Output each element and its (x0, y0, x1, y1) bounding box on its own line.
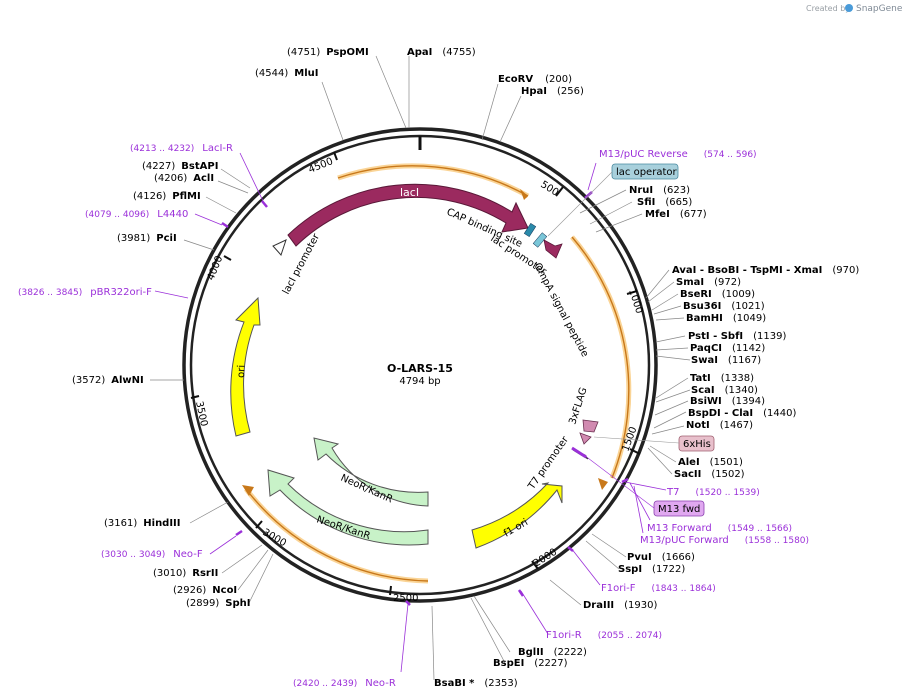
enzyme-sfii: SfiI(665) (637, 197, 692, 208)
enzyme-mlui: (4544)MluI (255, 68, 318, 79)
primer-m13puc-forward: M13/pUC Forward(1558 .. 1580) (640, 535, 809, 546)
plasmid-name: O-LARS-15 (387, 362, 453, 375)
enzyme-pcii: (3981)PciI (117, 233, 177, 244)
primer-neo-r: (2420 .. 2439)Neo-R (293, 678, 396, 689)
primer-t7: T7(1520 .. 1539) (666, 487, 760, 498)
plasmid-size: 4794 bp (399, 376, 440, 387)
primer-m13-forward: M13 Forward(1549 .. 1566) (647, 523, 792, 534)
enzyme-bamhi: BamHI(1049) (686, 313, 766, 324)
tick-label-4500: 4500 (307, 156, 335, 176)
tick-label-2500: 2500 (393, 593, 418, 604)
ori-feature (230, 296, 261, 437)
enzyme-alwni: (3572)AlwNI (72, 375, 144, 386)
orf-laci (337, 165, 529, 197)
tick-label-3500: 3500 (193, 400, 209, 427)
t7-promoter-label: T7 promoter (526, 434, 572, 493)
ompa-label: OmpA signal peptide (531, 261, 590, 359)
enzyme-noti: NotI(1467) (686, 420, 753, 431)
enzyme-nrui: NruI(623) (629, 185, 690, 196)
snapgene-logo-icon (845, 4, 853, 12)
his-tag-text: 6xHis (683, 439, 711, 450)
enzyme-sacii: SacII(1502) (674, 469, 745, 480)
laci-promoter-arrow (272, 239, 287, 256)
enzyme-psti: PstI - SbfI(1139) (688, 331, 787, 342)
leader-lines (150, 55, 691, 681)
enzyme-hindiii: (3161)HindIII (104, 518, 181, 529)
neokan-arrow-inner (313, 437, 429, 507)
enzyme-scai: ScaI(1340) (691, 385, 758, 396)
m13-fwd-tag-text: M13 fwd (658, 504, 700, 515)
lac-operator-tag-text: lac operator (616, 167, 677, 178)
enzyme-pvui: PvuI(1666) (627, 552, 695, 563)
enzyme-smai: SmaI(972) (676, 277, 741, 288)
position-ticks (190, 151, 641, 596)
tick-label-1000: 1000 (626, 288, 644, 316)
enzyme-bspdi: BspDI - ClaI(1440) (688, 408, 796, 419)
lac-operator-tag (611, 163, 679, 180)
enzyme-pspomi: (4751)PspOMI (287, 47, 369, 58)
primer-laci-r: (4213 .. 4232)LacI-R (130, 143, 233, 154)
enzyme-sspi: SspI(1722) (618, 564, 685, 575)
primer-neo-f: (3030 .. 3049)Neo-F (101, 549, 203, 560)
orf-neokan-head (242, 485, 254, 496)
his-leader (593, 436, 680, 444)
enzyme-swai: SwaI(1167) (691, 355, 761, 366)
lac-operator-box (532, 232, 548, 248)
enzyme-tati: TatI(1338) (690, 373, 754, 384)
orf-ompa (571, 236, 630, 479)
orf-ompa-head (598, 478, 608, 490)
flag-feature (582, 419, 599, 433)
enzyme-alei: AleI(1501) (678, 457, 743, 468)
primer-pbr322ori-f: (3826 .. 3845)pBR322ori-F (18, 287, 152, 298)
flag-label: 3xFLAG (567, 386, 589, 426)
enzyme-bsiwi: BsiWI(1394) (690, 396, 765, 407)
enzyme-bseri: BseRI(1009) (680, 289, 755, 300)
primer-l4440: (4079 .. 4096)L4440 (85, 209, 188, 220)
enzyme-paqci: PaqCI(1142) (690, 343, 765, 354)
primer-f1ori-r: F1ori-R(2055 .. 2074) (546, 630, 662, 641)
enzyme-acli: (4206)AclI (154, 173, 214, 184)
enzyme-ncoi: (2926)NcoI (173, 585, 237, 596)
enzyme-bspei: BspEI(2227) (493, 658, 568, 669)
primer-leader-lines (154, 152, 667, 673)
credit-app: SnapGene (856, 4, 903, 14)
enzyme-sphi: (2899)SphI (186, 598, 250, 609)
neokan-label-2: NeoR/KanR (315, 514, 372, 542)
enzyme-bsabi: BsaBI *(2353) (434, 678, 518, 689)
orf-laci-head (520, 189, 528, 200)
enzyme-pflmi: (4126)PflMI (133, 191, 201, 202)
enzyme-avai: AvaI - BsoBI - TspMI - XmaI(970) (672, 265, 859, 276)
m13-fwd-tag (653, 500, 705, 517)
enzyme-draiii: DraIII(1930) (583, 600, 658, 611)
enzyme-hpai: HpaI(256) (521, 86, 584, 97)
his-tag (678, 435, 715, 452)
orf-arrows (245, 165, 630, 582)
primer-f1ori-f: F1ori-F(1843 .. 1864) (601, 583, 716, 594)
orf-neokan (245, 488, 429, 582)
ori-label: ori (236, 365, 247, 378)
enzyme-bglii: BglII(2222) (518, 647, 587, 658)
enzyme-ecorv: EcoRV(200) (498, 74, 572, 85)
t7-primer-mark (571, 446, 587, 459)
ompa-arrow (543, 239, 563, 259)
enzyme-bstapi: (4227)BstAPI (142, 161, 218, 172)
credit-text: Created by (806, 4, 850, 13)
enzyme-rsrii: (3010)RsrII (153, 568, 218, 579)
m13-fwd-leader (579, 451, 655, 509)
enzyme-mfei: MfeI(677) (645, 209, 707, 220)
his-feature (579, 432, 592, 445)
f1ori-feature (471, 482, 563, 549)
backbone-outer (182, 127, 658, 603)
cap-site-box (523, 222, 537, 238)
lac-operator-leader (547, 171, 613, 237)
neokan-arrow-outer (267, 469, 429, 546)
enzyme-apai: ApaI(4755) (407, 47, 476, 58)
enzyme-bsu36i: Bsu36I(1021) (683, 301, 765, 312)
laci-label: lacI (400, 186, 419, 199)
primer-m13puc-reverse: M13/pUC Reverse(574 .. 596) (599, 149, 757, 160)
